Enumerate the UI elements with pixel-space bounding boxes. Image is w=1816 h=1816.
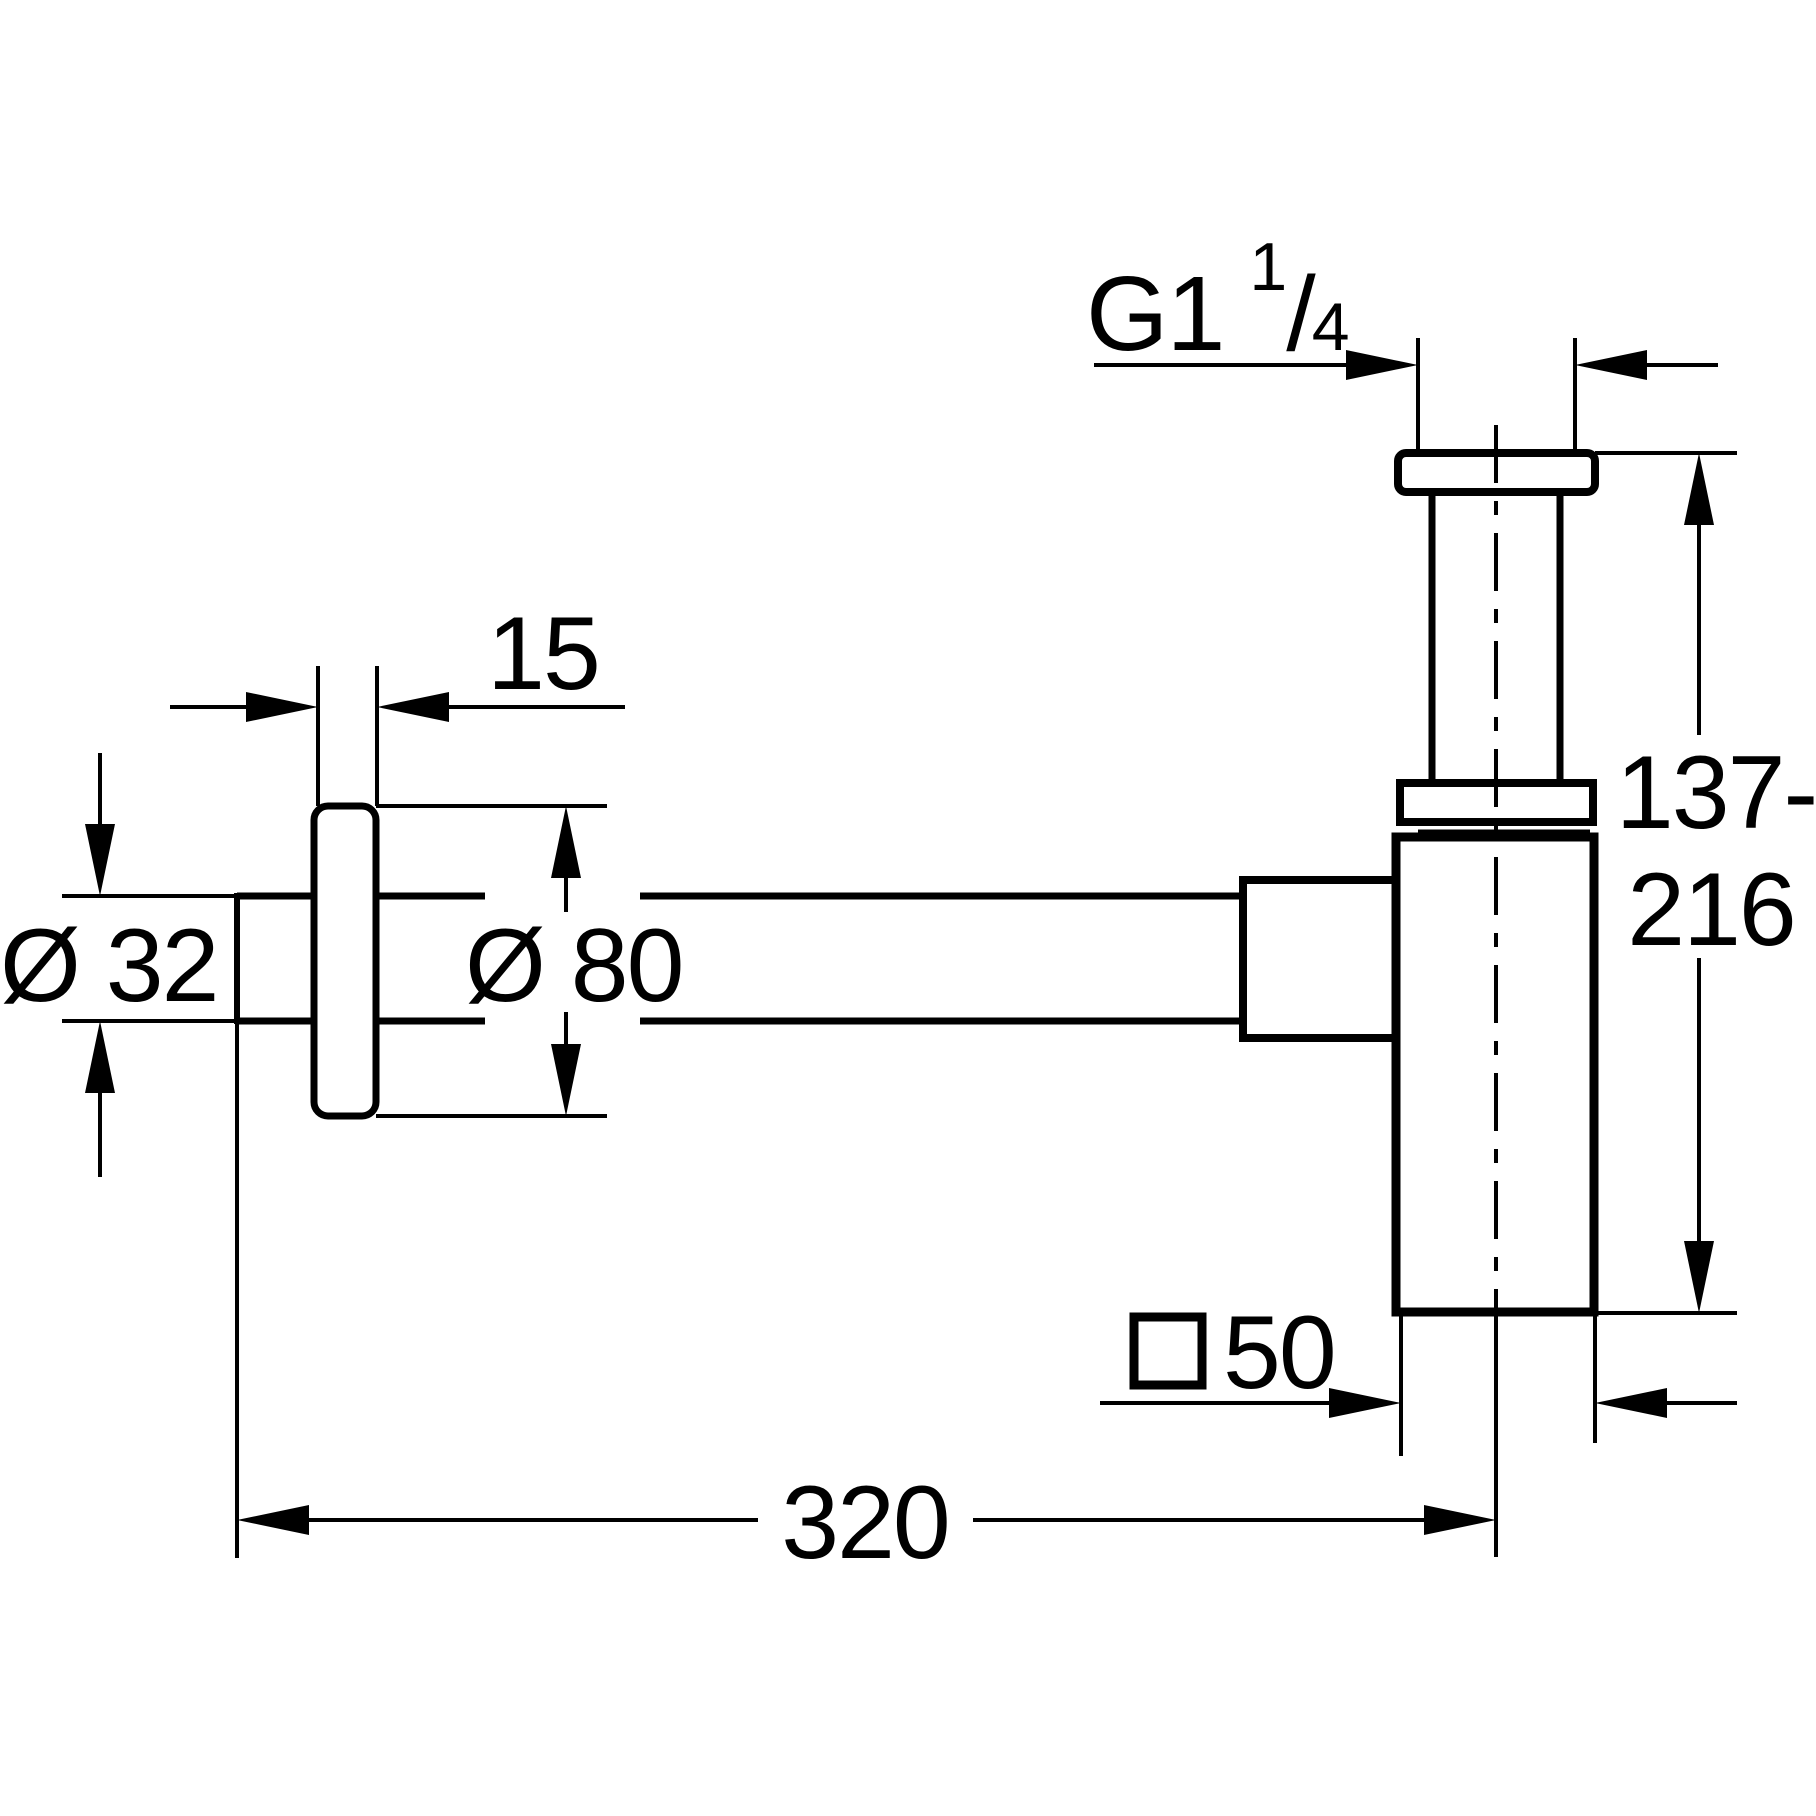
thread-numerator: 1 (1249, 229, 1286, 305)
thread-prefix: G1 (1086, 255, 1223, 373)
height-top-arrowhead (1684, 453, 1714, 525)
rosette-extension-lines (316, 666, 379, 806)
pipe-dia-bottom-arrowhead (85, 1021, 115, 1093)
thread-extension-lines (1416, 338, 1577, 453)
body-width-left-arrowhead (1329, 1388, 1401, 1418)
square-section-symbol (1129, 1312, 1207, 1390)
length-left-arrowhead (237, 1505, 309, 1535)
rosette-thickness-label: 15 (487, 596, 599, 712)
pipe-dia-ref-lines (62, 894, 237, 1023)
tailpipe-walls (1428, 492, 1564, 783)
rosette-dia-bottom-arrowhead (551, 1044, 581, 1116)
body-size-label: 50 (1223, 1295, 1335, 1411)
arrowheads (85, 350, 1714, 1535)
rosette-dia-ref-lines (376, 804, 607, 1118)
dimension-lines (62, 338, 1737, 1558)
thread-right-arrowhead (1575, 350, 1647, 380)
thread-size-label: G1 1/4 (1086, 229, 1349, 373)
product-outline (234, 425, 1599, 1557)
dimension-labels: G1 1/4 15 Ø 32 Ø 80 137- 216 50 320 (0, 229, 1816, 1581)
rosette-dia-top-arrowhead (551, 806, 581, 878)
rosette-right-arrowhead (377, 692, 449, 722)
body-width-right-arrowhead (1595, 1388, 1667, 1418)
thread-left-arrowhead (1346, 350, 1418, 380)
height-bottom-arrowhead (1684, 1241, 1714, 1313)
body-width-extension-lines (1399, 1316, 1597, 1456)
height-range-label-line2: 216 (1627, 852, 1795, 968)
thread-fraction-slash: / (1286, 255, 1316, 373)
height-range-label-line1: 137- (1616, 735, 1816, 851)
pipe-dia-top-arrowhead (85, 824, 115, 896)
overall-length-label: 320 (781, 1465, 949, 1581)
thread-denominator: 4 (1312, 289, 1349, 365)
length-right-arrowhead (1424, 1505, 1496, 1535)
wall-rosette-flange (310, 802, 380, 1120)
pipe-diameter-label: Ø 32 (0, 908, 217, 1024)
rosette-left-arrowhead (246, 692, 318, 722)
rosette-diameter-label: Ø 80 (465, 908, 682, 1024)
